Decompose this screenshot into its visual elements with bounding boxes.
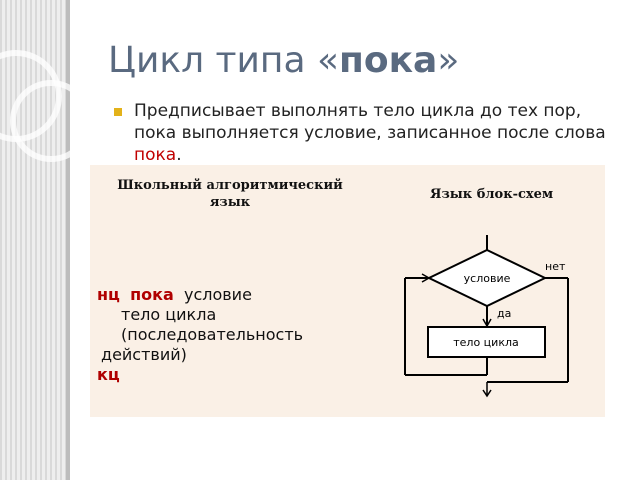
title-keyword: пока: [338, 40, 438, 81]
exit-arrow: [482, 389, 492, 398]
code-note-line1: (последовательность: [121, 325, 304, 344]
while-loop-flowchart: условие нет да тело цикла: [404, 235, 569, 398]
title-suffix: »: [437, 40, 460, 81]
decorative-ring: [10, 80, 92, 162]
decorative-side-strip: [0, 0, 92, 480]
condition-label: условие: [464, 272, 511, 285]
bullet-body: Предписывает выполнять тело цикла до тех…: [134, 101, 606, 143]
code-body-line: тело цикла: [121, 305, 217, 324]
bullet-text: Предписывает выполнять тело цикла до тех…: [134, 100, 614, 166]
keyword-nc: нц: [97, 285, 120, 304]
pseudocode-block: нц пока условие тело цикла (последовател…: [97, 285, 303, 385]
flowchart-language-header: Язык блок-схем: [430, 187, 554, 202]
loop-back-arrow: [421, 273, 431, 283]
yes-label: да: [497, 307, 511, 320]
school-language-header: Школьный алгоритмический язык: [117, 178, 343, 210]
bullet-marker: [114, 108, 122, 116]
code-line-start: нц пока условие: [97, 285, 303, 305]
slide-title: Цикл типа «пока»: [108, 40, 459, 81]
keyword-kc: кц: [97, 365, 120, 384]
loop-body-label: тело цикла: [453, 336, 518, 349]
bullet-keyword: пока: [134, 145, 177, 165]
code-condition: условие: [183, 285, 252, 304]
no-label: нет: [545, 260, 566, 273]
bullet-end: .: [176, 145, 182, 165]
code-line-end: кц: [97, 365, 303, 385]
loop-body-box: [427, 326, 546, 358]
keyword-while: пока: [130, 285, 174, 304]
code-note-line2: действий): [101, 345, 187, 364]
title-prefix: Цикл типа «: [108, 40, 339, 81]
side-strip-edge: [66, 0, 70, 480]
